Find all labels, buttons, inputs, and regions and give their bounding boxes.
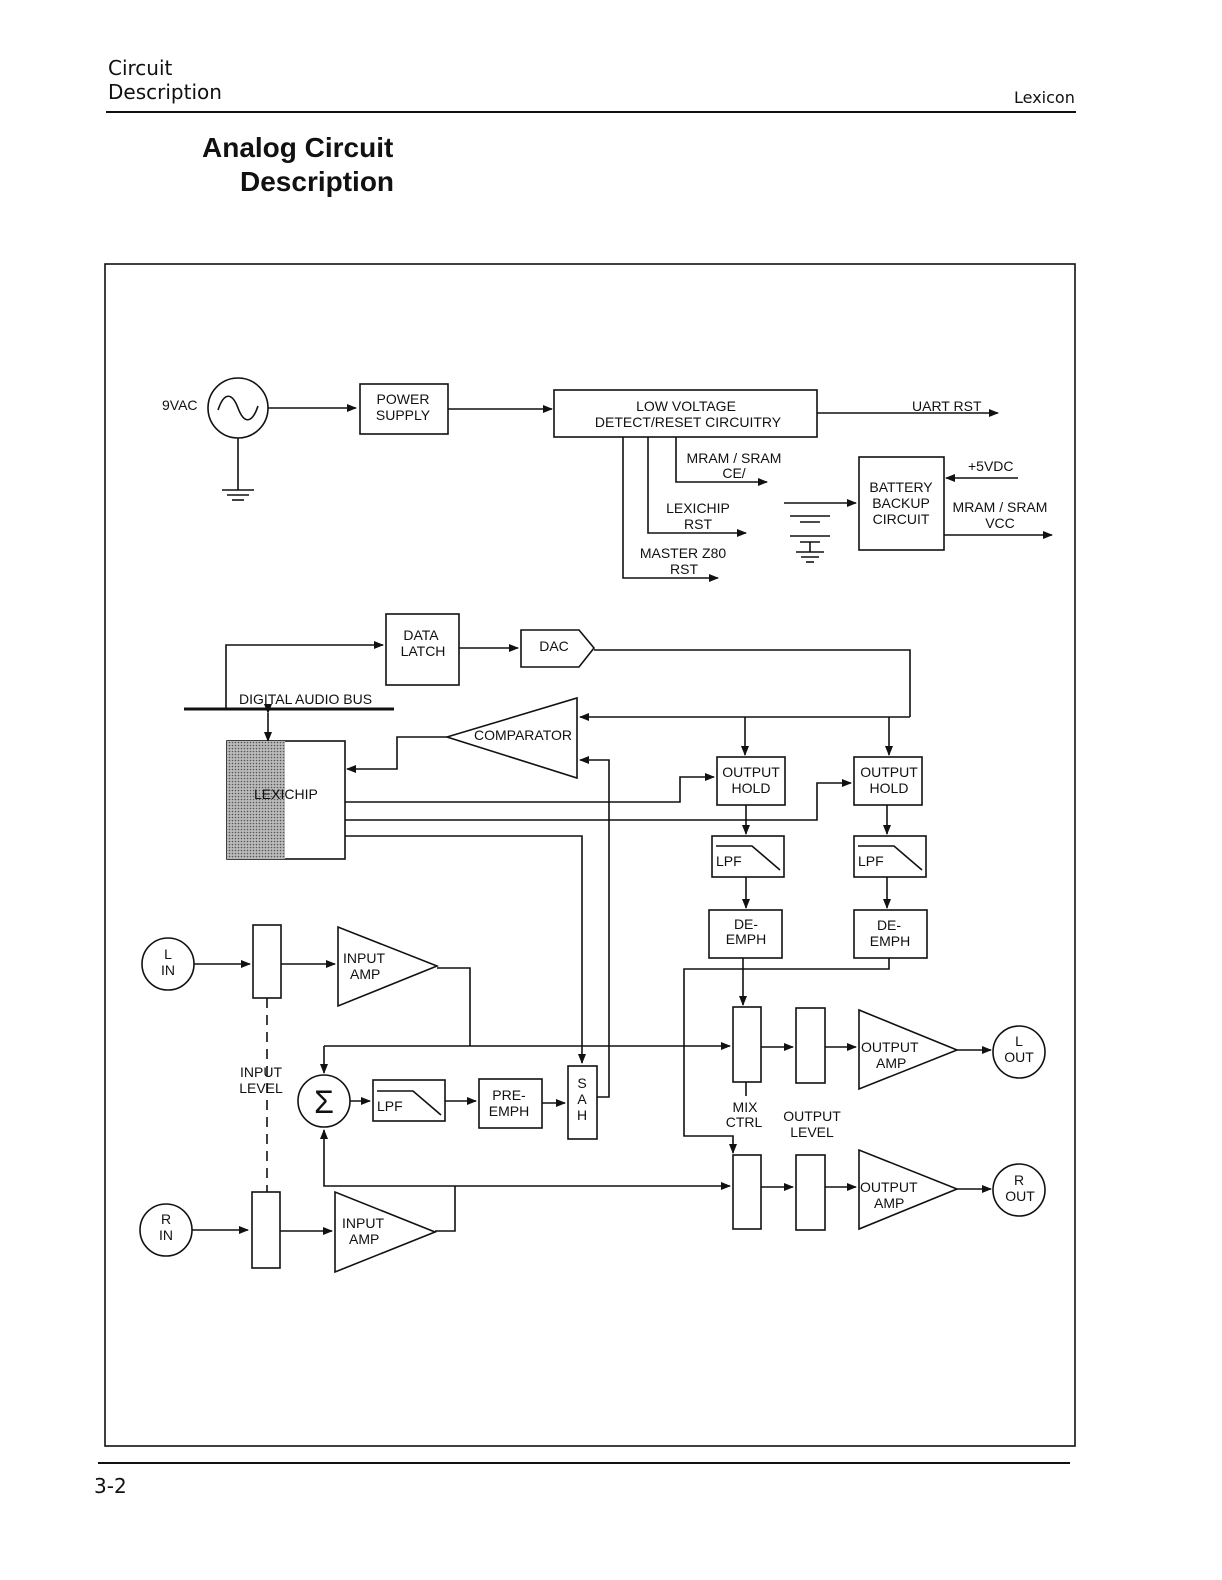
output-hold-left-label-2: HOLD (732, 780, 771, 796)
uart-rst-label: UART RST (912, 398, 982, 414)
data-latch-label-1: DATA (403, 627, 439, 643)
de-emph-right-label-2: EMPH (870, 933, 910, 949)
l-in-label-1: L (164, 946, 172, 962)
power-supply-label-1: POWER (377, 391, 430, 407)
output-hold-left (716, 756, 786, 806)
brand-name: Lexicon (1014, 88, 1075, 107)
r-in-label-2: IN (159, 1227, 173, 1243)
input-level-label-1: INPUT (240, 1064, 282, 1080)
power-supply-label-2: SUPPLY (376, 407, 431, 423)
lpf-left (711, 835, 785, 878)
de-emph-left-label-2: EMPH (726, 931, 766, 947)
l-out-label-2: OUT (1004, 1049, 1034, 1065)
lexichip-rst-label-2: RST (684, 516, 712, 532)
input-level-label-2: LEVEL (239, 1080, 283, 1096)
mram-vcc-label-2: VCC (985, 515, 1015, 531)
sah-block (567, 1065, 598, 1140)
battery-label-2: BACKUP (872, 495, 930, 511)
page-number: 3-2 (94, 1474, 127, 1498)
r-out-jack (992, 1163, 1046, 1217)
lvd-label-2: DETECT/RESET CIRCUITRY (595, 414, 782, 430)
lpf-input-label: LPF (377, 1098, 403, 1114)
output-amp-left (858, 1008, 960, 1091)
mix-ctrl-label-2: CTRL (726, 1114, 763, 1130)
input-amp-left-label-2: AMP (350, 966, 380, 982)
master-rst-label-1: MASTER Z80 (640, 545, 727, 561)
output-hold-right (853, 756, 923, 806)
mram-vcc-label-1: MRAM / SRAM (953, 499, 1048, 515)
lpf-right (853, 835, 927, 878)
dac-label: DAC (539, 638, 569, 654)
comparator-label: COMPARATOR (474, 727, 572, 743)
lpf-right-label: LPF (858, 853, 884, 869)
battery-label-3: CIRCUIT (873, 511, 930, 527)
de-emph-left (708, 909, 783, 959)
battery-label-1: BATTERY (869, 479, 933, 495)
output-amp-left-label-2: AMP (876, 1055, 906, 1071)
ac-source-label: 9VAC (162, 397, 198, 413)
input-level-left (252, 924, 282, 999)
digital-audio-bus-label: DIGITAL AUDIO BUS (239, 691, 372, 707)
output-hold-left-label-1: OUTPUT (722, 764, 780, 780)
lvd-label-1: LOW VOLTAGE (636, 398, 736, 414)
mram-ce-label-1: MRAM / SRAM (687, 450, 782, 466)
mix-ctrl-right (732, 1154, 762, 1230)
output-hold-right-label-2: HOLD (870, 780, 909, 796)
de-emph-right-label-1: DE- (877, 917, 901, 933)
r-in-label-1: R (161, 1211, 171, 1227)
l-out-label-1: L (1015, 1033, 1023, 1049)
input-level-right (251, 1191, 281, 1269)
input-amp-right (334, 1190, 438, 1274)
section-title-line2: Description (108, 80, 222, 104)
output-level-label-2: LEVEL (790, 1124, 834, 1140)
plus5vdc-label: +5VDC (968, 458, 1014, 474)
output-level-right (795, 1154, 826, 1231)
page-title-line2: Description (240, 166, 395, 197)
lpf-left-label: LPF (716, 853, 742, 869)
mram-ce-label-2: CE/ (722, 465, 745, 481)
sigma-icon: Σ (314, 1084, 334, 1120)
l-in-label-2: IN (161, 962, 175, 978)
input-amp-right-label-2: AMP (349, 1231, 379, 1247)
sah-label-h: H (577, 1107, 587, 1123)
battery-backup-block (858, 456, 945, 551)
sah-label-a: A (577, 1091, 587, 1107)
input-amp-left (337, 925, 440, 1008)
page-title-line1: Analog Circuit (202, 132, 394, 163)
input-amp-left-label-1: INPUT (343, 950, 385, 966)
header-rule (106, 111, 1076, 113)
r-out-label-1: R (1014, 1172, 1024, 1188)
data-latch-block (385, 613, 460, 686)
lexichip-rst-label-1: LEXICHIP (666, 500, 730, 516)
lexichip-label: LEXICHIP (254, 786, 318, 802)
pre-emph-label-1: PRE- (492, 1087, 526, 1103)
de-emph-right (853, 909, 928, 959)
mix-ctrl-label-1: MIX (733, 1099, 759, 1115)
output-level-left (795, 1007, 826, 1084)
output-level-label-1: OUTPUT (783, 1108, 841, 1124)
output-amp-right-label-2: AMP (874, 1195, 904, 1211)
diagram-frame (104, 263, 1076, 1447)
output-hold-right-label-1: OUTPUT (860, 764, 918, 780)
input-amp-right-label-1: INPUT (342, 1215, 384, 1231)
mix-ctrl-left (732, 1006, 762, 1083)
footer-rule (98, 1462, 1070, 1464)
pre-emph-label-2: EMPH (489, 1103, 529, 1119)
sah-label-s: S (577, 1075, 586, 1091)
dac-block (520, 629, 596, 668)
de-emph-left-label-1: DE- (734, 916, 758, 932)
master-rst-label-2: RST (670, 561, 698, 577)
output-amp-right (858, 1148, 960, 1231)
data-latch-label-2: LATCH (401, 643, 446, 659)
output-amp-right-label-1: OUTPUT (860, 1179, 918, 1195)
r-out-label-2: OUT (1005, 1188, 1035, 1204)
output-amp-left-label-1: OUTPUT (861, 1039, 919, 1055)
l-out-jack (992, 1025, 1046, 1079)
comparator (444, 696, 578, 780)
section-title-line1: Circuit (108, 56, 173, 80)
